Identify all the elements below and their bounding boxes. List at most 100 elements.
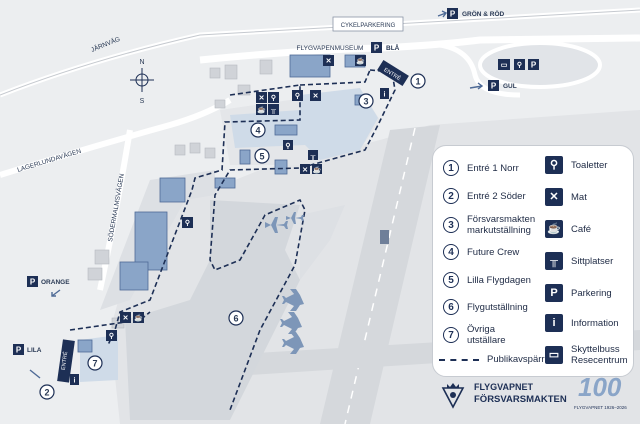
legend-item-parking: P Parkering — [545, 284, 612, 302]
legend-label-3: Försvarsmakten markutställning — [467, 214, 536, 236]
legend-item-1: 1 Entré 1 Norr — [443, 160, 519, 176]
svg-text:4: 4 — [255, 126, 260, 136]
brand-line-1: FLYGVAPNET — [474, 382, 534, 392]
parking-orange[interactable]: P ORANGE — [27, 276, 70, 287]
food-icon: ✕ — [313, 93, 319, 100]
svg-text:P: P — [374, 44, 380, 53]
info-icon: i — [384, 92, 386, 99]
legend-label-2: Entré 2 Söder — [467, 190, 526, 202]
toilet-icon: ⚲ — [271, 94, 276, 102]
shuttle-bus-icon: ▭ — [501, 62, 508, 69]
anniversary-logo: 100 FLYGVAPNET 1926–2026 — [572, 372, 632, 418]
svg-text:7: 7 — [92, 359, 97, 369]
legend-num-3: 3 — [443, 217, 459, 233]
toilet-icon: ⚲ — [545, 156, 563, 174]
legend-item-seating: ╥ Sittplatser — [545, 252, 613, 270]
parking-markers: P GRÖN & RÖD P BLÅ P GUL P P ORANGE P LI… — [13, 8, 539, 355]
parking-bla-label: BLÅ — [386, 43, 400, 52]
info-icon: i — [545, 314, 563, 332]
legend-item-2: 2 Entré 2 Söder — [443, 188, 526, 204]
svg-text:P: P — [531, 61, 537, 70]
zone-marker-4[interactable]: 4 — [250, 122, 266, 138]
legend-label-1: Entré 1 Norr — [467, 162, 519, 174]
legend-label-barrier: Publikavspärrning — [487, 354, 563, 365]
legend-num-1: 1 — [443, 160, 459, 176]
toilet-icon: ⚲ — [295, 92, 300, 100]
svg-text:P: P — [450, 10, 456, 19]
parking-icon: P — [545, 284, 563, 302]
food-icon: ✕ — [259, 95, 265, 102]
svg-text:1: 1 — [415, 77, 420, 87]
map-service-icons: ✕ ☕ i ⚲ ✕ ✕ ⚲ ☕ ╥ ⚲ ╥ ✕ ☕ ⚲ ✕ ☕ ⚲ i ▭ ⚲ — [70, 55, 525, 385]
food-icon: ✕ — [123, 315, 129, 322]
seating-icon: ╥ — [270, 107, 276, 114]
zone-marker-3[interactable]: 3 — [358, 93, 374, 109]
parking-gul-label: GUL — [503, 83, 517, 90]
svg-text:5: 5 — [259, 152, 264, 162]
zone-marker-6[interactable]: 6 — [228, 310, 244, 326]
toilet-icon: ⚲ — [185, 219, 190, 227]
svg-text:P: P — [30, 278, 36, 287]
apron-area — [125, 200, 300, 420]
compass: N S — [130, 59, 154, 105]
info-icon: i — [74, 378, 76, 385]
museum-label: FLYGVAPENMUSEUM — [297, 45, 364, 52]
legend-item-barrier: Publikavspärrning — [439, 354, 563, 365]
legend-item-food: ✕ Mat — [545, 188, 587, 206]
food-icon: ✕ — [302, 167, 308, 174]
shuttle-bus-icon: ▭ — [545, 346, 563, 364]
toilet-icon: ⚲ — [517, 61, 522, 69]
legend-label-4: Future Crew — [467, 246, 520, 258]
legend-label-7: Övriga utställare — [467, 324, 506, 346]
legend-item-5: 5 Lilla Flygdagen — [443, 272, 531, 288]
legend-item-toilet: ⚲ Toaletter — [545, 156, 607, 174]
zone-marker-5[interactable]: 5 — [254, 148, 270, 164]
legend-item-6: 6 Flygutställning — [443, 299, 528, 315]
entrance-south-label: ENTRÉ — [60, 351, 70, 371]
arrow-icons — [29, 10, 484, 379]
crown-emblem-icon — [441, 383, 465, 409]
parking-gul[interactable]: P GUL — [488, 80, 517, 91]
zone-marker-7[interactable]: 7 — [87, 355, 103, 371]
entrance-south[interactable]: ENTRÉ — [57, 339, 75, 383]
cafe-icon: ☕ — [356, 56, 365, 65]
toilet-icon: ⚲ — [285, 142, 290, 150]
svg-text:P: P — [491, 82, 497, 91]
seating-icon: ╥ — [545, 252, 563, 270]
legend-item-4: 4 Future Crew — [443, 244, 519, 260]
legend-num-4: 4 — [443, 244, 459, 260]
parking-lila-label: LILA — [27, 347, 42, 354]
legend-item-shuttle: ▭ Skyttelbuss Resecentrum — [545, 344, 631, 366]
map-legend: 1 Entré 1 Norr 2 Entré 2 Söder 3 Försvar… — [432, 145, 634, 377]
aircraft-icons — [265, 212, 304, 354]
bike-parking-label: CYKELPARKERING — [341, 23, 396, 29]
parking-bla[interactable]: P BLÅ — [371, 42, 400, 53]
toilet-icon: ⚲ — [109, 332, 114, 340]
cafe-icon: ☕ — [545, 220, 563, 238]
parking-gron-rod[interactable]: P GRÖN & RÖD — [447, 8, 505, 19]
zone-marker-1[interactable]: 1 — [410, 73, 426, 89]
anniversary-number: 100 — [578, 372, 622, 402]
food-icon: ✕ — [545, 188, 563, 206]
seating-icon: ╥ — [310, 153, 316, 160]
barrier-line-icon — [439, 358, 479, 361]
zone-area-4 — [230, 110, 305, 148]
parking-extra[interactable]: P — [528, 59, 539, 70]
parking-lila[interactable]: P LILA — [13, 344, 42, 355]
svg-text:3: 3 — [363, 97, 368, 107]
svg-text:P: P — [16, 346, 22, 355]
parking-orange-label: ORANGE — [41, 279, 70, 286]
legend-item-3: 3 Försvarsmakten markutställning — [443, 214, 545, 236]
brand-line-2: FÖRSVARSMAKTEN — [474, 394, 567, 405]
parking-gron-rod-label: GRÖN & RÖD — [462, 9, 505, 18]
cafe-icon: ☕ — [313, 165, 322, 174]
legend-item-7: 7 Övriga utställare — [443, 324, 533, 346]
compass-south: S — [140, 98, 145, 105]
zone-markers: 1 2 3 4 5 6 7 — [39, 73, 426, 400]
zone-marker-2[interactable]: 2 — [39, 384, 55, 400]
legend-num-2: 2 — [443, 188, 459, 204]
zone-area-3 — [300, 88, 378, 160]
food-icon: ✕ — [326, 58, 332, 65]
compass-north: N — [139, 59, 144, 66]
public-barrier — [209, 69, 396, 411]
